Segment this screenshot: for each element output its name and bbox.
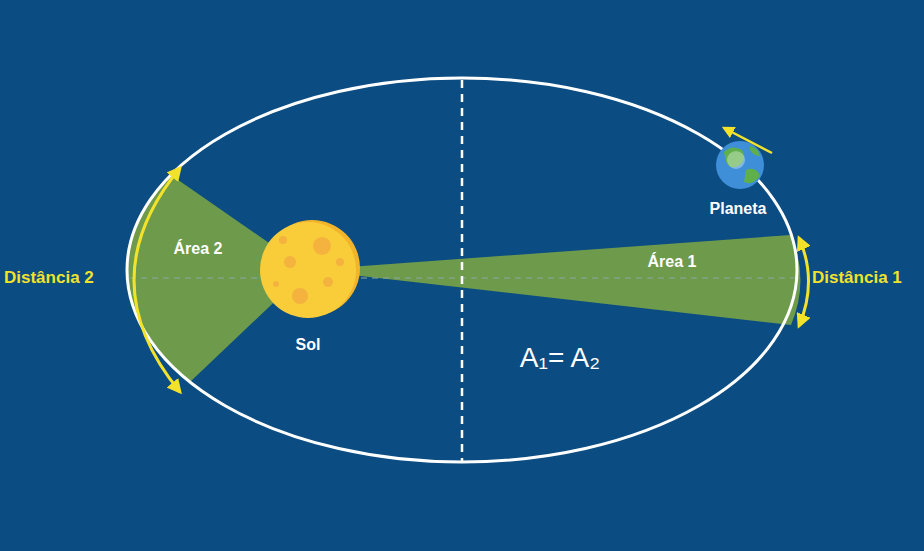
planet — [716, 141, 764, 189]
area-label: Área 1 — [648, 253, 697, 271]
area-wedge — [308, 235, 800, 325]
sun — [260, 220, 360, 318]
sun-label: Sol — [296, 336, 321, 354]
orbit-ellipse — [127, 78, 797, 462]
equation-label: A₁= A₂ — [520, 343, 600, 374]
motion-arrow — [724, 128, 772, 153]
distance-label: Distância 2 — [4, 269, 94, 288]
distance-arrow — [799, 238, 809, 326]
planet-label: Planeta — [710, 200, 767, 218]
area-label: Área 2 — [174, 240, 223, 258]
distance-label: Distância 1 — [812, 269, 902, 288]
distance-arrow — [134, 168, 180, 392]
minor-axis — [461, 80, 464, 461]
